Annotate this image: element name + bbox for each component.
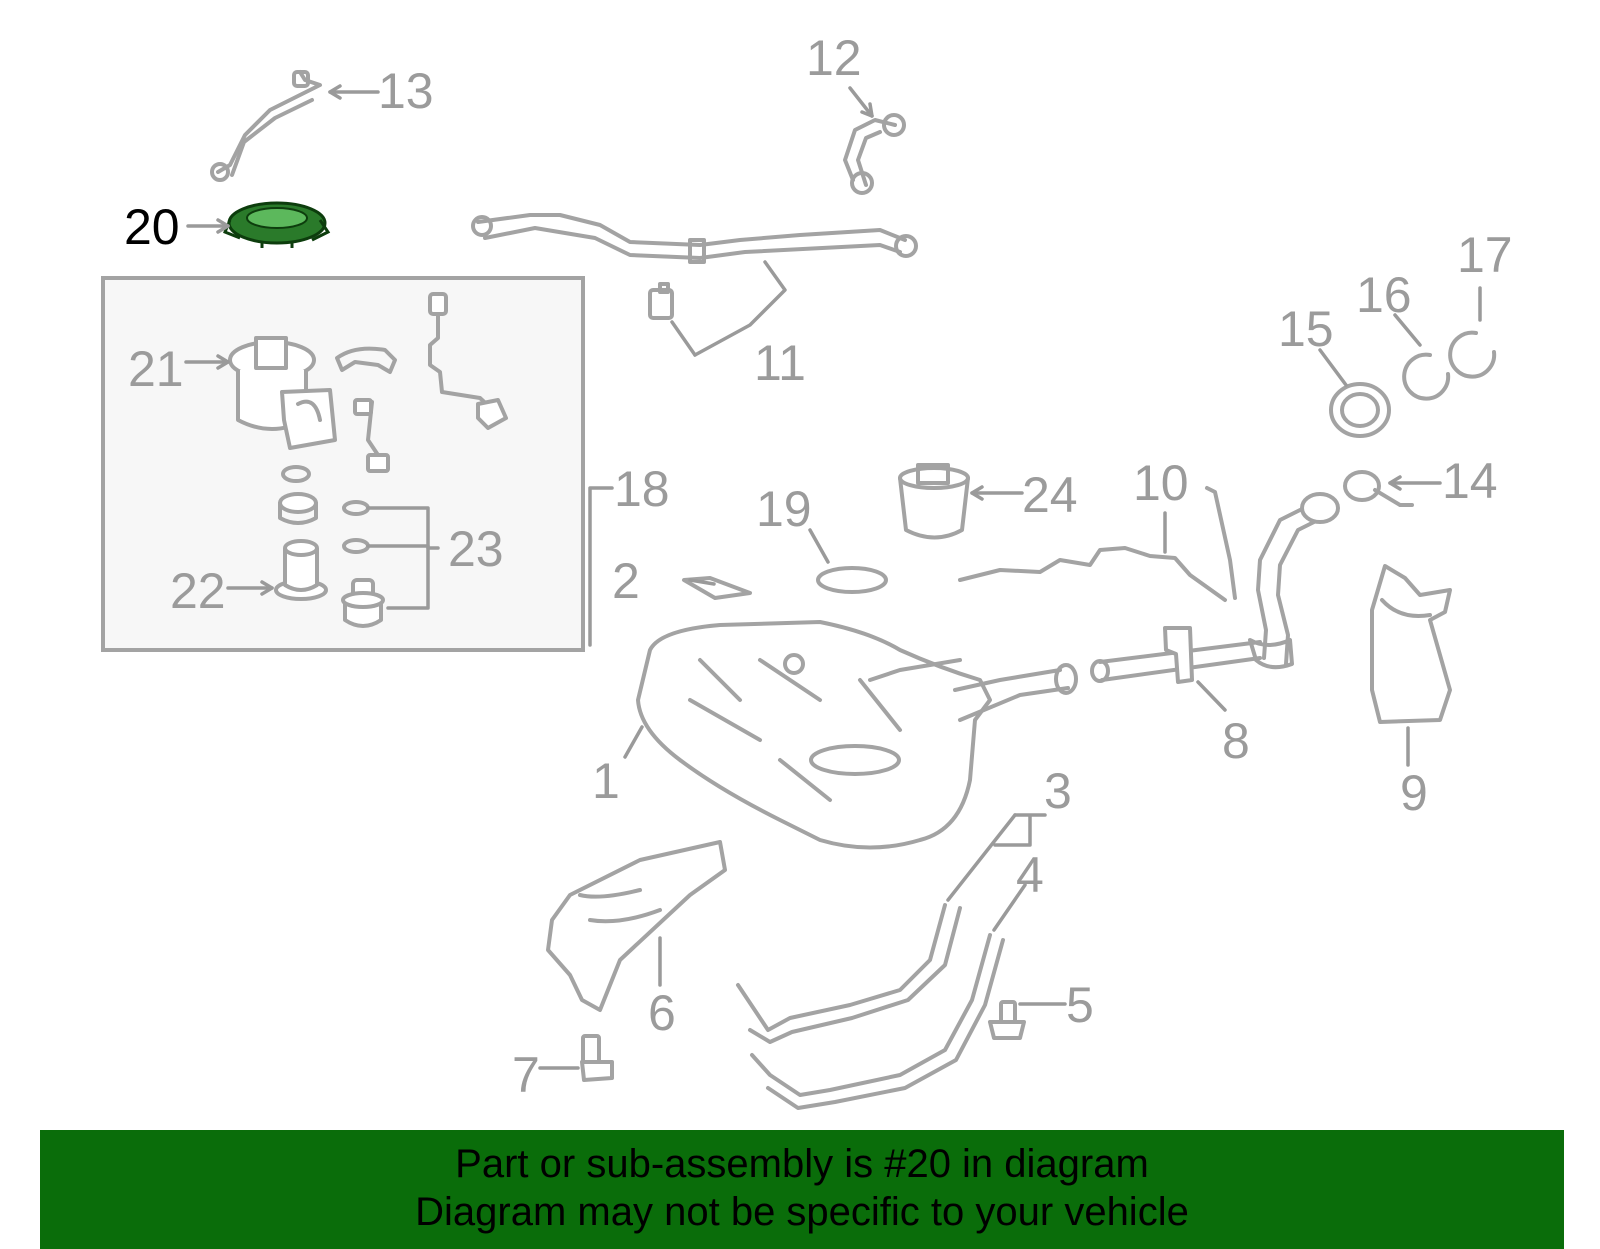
part-4-strap[interactable]	[750, 933, 1005, 1110]
callout-21: 21	[128, 341, 184, 397]
part-21-fuel-pump[interactable]	[228, 336, 337, 450]
callout-19: 19	[756, 481, 812, 537]
callout-7: 7	[512, 1047, 540, 1103]
callout-1: 1	[592, 753, 620, 809]
part-19-gasket[interactable]	[816, 566, 888, 594]
part-harness[interactable]	[353, 398, 390, 473]
callout-16: 16	[1356, 267, 1412, 323]
part-1-fuel-tank[interactable]	[636, 620, 1078, 850]
part-24-canister[interactable]	[898, 463, 970, 540]
callout-24: 24	[1022, 467, 1078, 523]
info-banner: Part or sub-assembly is #20 in diagram D…	[40, 1130, 1564, 1249]
callout-13: 13	[378, 63, 434, 119]
part-15-grommet[interactable]	[1329, 382, 1391, 438]
callout-17: 17	[1457, 227, 1513, 283]
part-8-pipe[interactable]	[1090, 626, 1262, 684]
callout-4: 4	[1016, 847, 1044, 903]
callout-23: 23	[448, 521, 504, 577]
callout-labels: 13 20 12 11 21 18 23 22 19 24 10 14 15 1…	[124, 30, 1513, 1103]
part-11-fuel-line[interactable]	[471, 213, 918, 320]
part-22-filter[interactable]	[274, 539, 328, 601]
part-13-fuel-line[interactable]	[210, 70, 322, 182]
callout-8: 8	[1222, 713, 1250, 769]
callout-22: 22	[170, 563, 226, 619]
part-small-seals[interactable]	[278, 465, 318, 525]
part-sender-wire[interactable]	[428, 292, 508, 430]
callout-14: 14	[1442, 453, 1498, 509]
callout-6: 6	[648, 985, 676, 1041]
part-12-pipe[interactable]	[843, 113, 906, 195]
part-17-clip[interactable]	[1448, 330, 1497, 379]
callout-10: 10	[1133, 455, 1189, 511]
banner-line-1: Part or sub-assembly is #20 in diagram	[455, 1142, 1149, 1186]
part-bracket[interactable]	[335, 346, 397, 374]
callout-3: 3	[1044, 763, 1072, 819]
assembly-box-18	[101, 276, 585, 652]
callout-11: 11	[754, 335, 806, 391]
part-20-lock-ring[interactable]	[223, 201, 331, 248]
callout-20: 20	[124, 199, 180, 255]
part-9-shield[interactable]	[1370, 564, 1452, 724]
callout-5: 5	[1066, 977, 1094, 1033]
part-5-bolt[interactable]	[988, 1000, 1026, 1040]
callout-12: 12	[806, 30, 862, 86]
part-16-clip[interactable]	[1402, 352, 1451, 401]
part-7-bolt[interactable]	[580, 1034, 614, 1082]
part-3-strap[interactable]	[736, 903, 962, 1044]
callout-9: 9	[1400, 765, 1428, 821]
leader-lines	[184, 84, 1482, 1070]
part-6-shield[interactable]	[546, 840, 727, 1012]
callout-2: 2	[612, 553, 640, 609]
banner-line-2: Diagram may not be specific to your vehi…	[415, 1190, 1189, 1234]
part-filler-neck[interactable]	[1248, 492, 1340, 670]
part-2-label[interactable]	[682, 576, 752, 600]
callout-18: 18	[614, 461, 670, 517]
part-14-fuel-cap[interactable]	[1343, 470, 1414, 507]
part-10-tube[interactable]	[958, 486, 1237, 602]
callout-15: 15	[1278, 301, 1334, 357]
